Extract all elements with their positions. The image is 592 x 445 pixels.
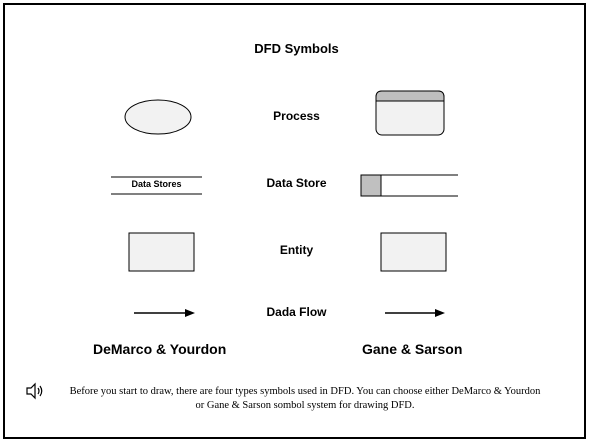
instruction-note: Before you start to draw, there are four…	[69, 386, 541, 411]
dfd-symbols-diagram	[111, 90, 458, 317]
demarco-datastore-symbol	[111, 176, 202, 195]
gane-process-symbol	[375, 90, 445, 136]
demarco-entity-symbol	[128, 232, 195, 272]
row-label-data-flow: Dada Flow	[266, 305, 327, 319]
slide-frame: DFD Symbols	[3, 3, 586, 439]
column-head-demarco: DeMarco & Yourdon	[93, 341, 227, 357]
row-label-data-store: Data Store	[266, 176, 327, 190]
demarco-process-symbol	[124, 99, 192, 135]
gane-dataflow-arrow	[385, 309, 445, 317]
speaker-icon[interactable]	[25, 382, 45, 400]
gane-entity-symbol	[380, 232, 447, 272]
column-head-gane: Gane & Sarson	[362, 341, 463, 357]
demarco-dataflow-arrow	[134, 309, 195, 317]
slide-title: DFD Symbols	[254, 41, 339, 56]
row-label-entity: Entity	[279, 243, 314, 257]
demarco-datastore-text: Data Stores	[131, 179, 182, 189]
row-label-process: Process	[273, 109, 320, 123]
gane-datastore-symbol	[360, 174, 458, 197]
